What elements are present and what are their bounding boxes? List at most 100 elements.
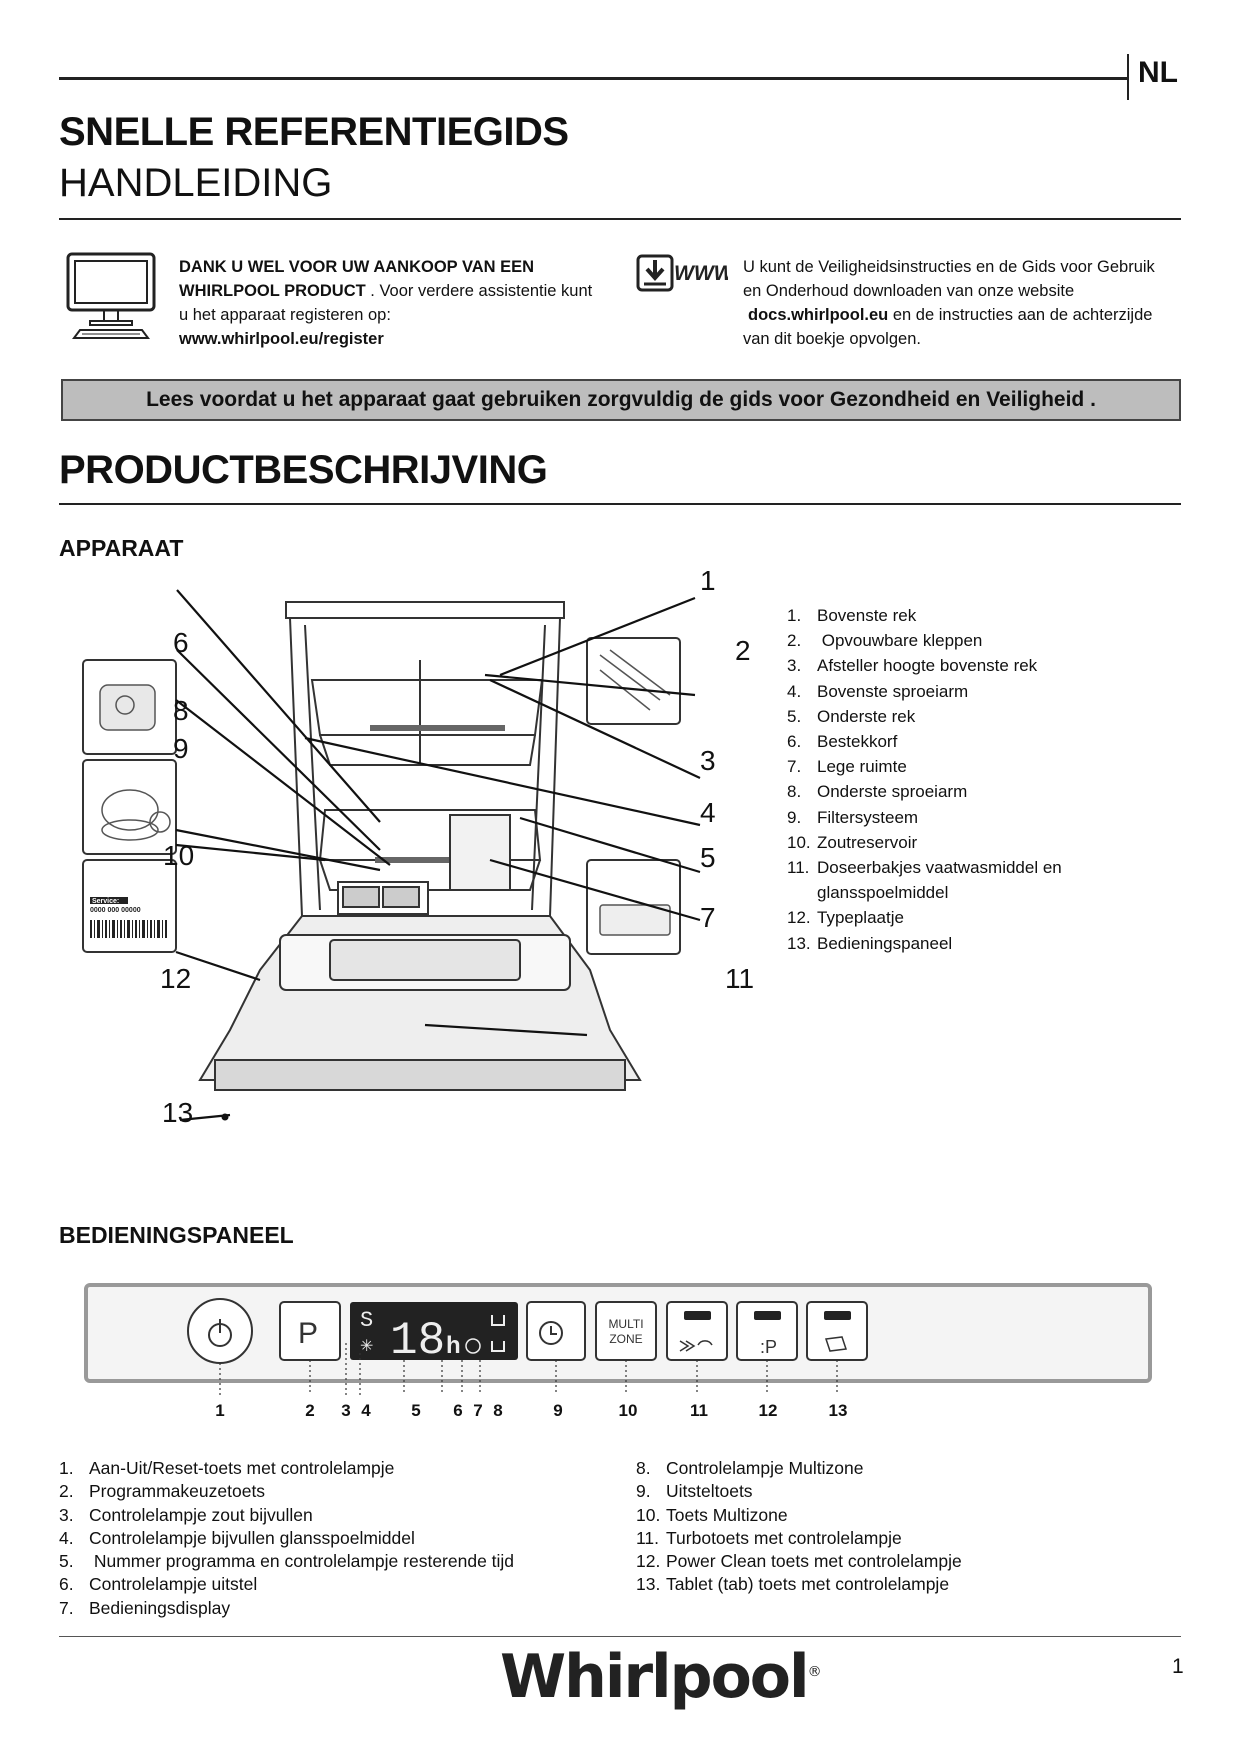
control-panel-numbers: 1 2 3 4 5 6 7 8 9 10 11 12 13 xyxy=(84,1401,1154,1425)
callout-8: 8 xyxy=(173,695,189,726)
legend-item: 8.Controlelampje Multizone xyxy=(636,1458,864,1478)
delay-button[interactable] xyxy=(526,1301,586,1361)
multizone-indicator-icon xyxy=(491,1315,505,1352)
download-line-4: van dit boekje opvolgen. xyxy=(743,330,921,348)
registered-mark: ® xyxy=(807,1664,822,1680)
program-number: 18 xyxy=(390,1315,445,1367)
callout-7: 7 xyxy=(700,902,716,933)
delay-indicator-icon xyxy=(465,1338,481,1354)
panel-number: 13 xyxy=(828,1401,848,1420)
section-title: PRODUCTBESCHRIJVING xyxy=(59,448,548,492)
legend-item: 13.Bedieningspaneel xyxy=(787,933,953,953)
power-clean-icon: :P xyxy=(760,1337,777,1357)
thanks-line-1: DANK U WEL VOOR UW AANKOOP VAN EEN xyxy=(179,258,535,276)
panel-number: 5 xyxy=(411,1401,421,1420)
turbo-lamp xyxy=(684,1311,711,1320)
power-clean-button[interactable]: :P xyxy=(736,1301,798,1361)
legend-item: 3.Controlelampje zout bijvullen xyxy=(59,1504,313,1525)
power-clean-lamp xyxy=(754,1311,781,1320)
callout-10: 10 xyxy=(163,840,194,871)
thanks-line-2: WHIRLPOOL PRODUCT xyxy=(179,282,366,300)
callout-11: 11 xyxy=(725,963,754,994)
document-title: SNELLE REFERENTIEGIDS xyxy=(59,110,569,154)
legend-item: 6.Controlelampje uitstel xyxy=(59,1574,258,1595)
download-line-2: en Onderhoud downloaden van onze website xyxy=(743,282,1075,300)
control-legend-right: 8.Controlelampje Multizone 9.Uitsteltoet… xyxy=(636,1457,1176,1597)
language-divider xyxy=(1127,54,1129,100)
download-line-3: en de instructies aan de achterzijde xyxy=(888,306,1153,324)
legend-item: 11.Turbotoets met controlelampje xyxy=(636,1527,902,1548)
legend-item: 4.Controlelampje bijvullen glansspoelmid… xyxy=(59,1527,415,1548)
callout-9: 9 xyxy=(173,733,189,764)
legend-item: 10.Zoutreservoir xyxy=(787,832,918,852)
safety-warning-banner: Lees voordat u het apparaat gaat gebruik… xyxy=(61,379,1181,421)
legend-item: 1.Aan-Uit/Reset-toets met controlelampje xyxy=(59,1458,395,1478)
turbo-icon xyxy=(679,1340,713,1352)
turbo-button[interactable] xyxy=(666,1301,728,1361)
language-code: NL xyxy=(1138,56,1178,89)
assistance-text: . Voor verdere assistentie kunt xyxy=(365,282,593,300)
section-rule xyxy=(59,503,1181,505)
callout-1: 1 xyxy=(700,565,716,596)
tablet-lamp xyxy=(824,1311,851,1320)
program-button[interactable]: P xyxy=(279,1301,341,1361)
legend-item: 2. Opvouwbare kleppen xyxy=(787,631,983,651)
legend-item: 4.Bovenste sproeiarm xyxy=(787,681,969,701)
panel-number: 12 xyxy=(758,1401,778,1420)
registration-info: DANK U WEL VOOR UW AANKOOP VAN EEN WHIRL… xyxy=(179,255,629,351)
legend-item: 9.Uitsteltoets xyxy=(636,1481,753,1502)
legend-item: 7.Lege ruimte xyxy=(787,757,907,777)
panel-number: 6 xyxy=(453,1401,463,1420)
callout-5: 5 xyxy=(700,842,716,873)
svg-text:WWW: WWW xyxy=(674,262,728,285)
docs-link[interactable]: docs.whirlpool.eu xyxy=(748,306,889,324)
control-legend-left: 1.Aan-Uit/Reset-toets met controlelampje… xyxy=(59,1457,639,1620)
tablet-button[interactable] xyxy=(806,1301,868,1361)
panel-number: 3 xyxy=(341,1401,351,1420)
legend-item: 7.Bedieningsdisplay xyxy=(59,1597,231,1618)
rinse-aid-icon: ✳ xyxy=(360,1336,373,1355)
callout-13: 13 xyxy=(162,1097,193,1128)
service-label-bar xyxy=(90,897,128,904)
panel-number: 11 xyxy=(690,1401,708,1420)
panel-number: 2 xyxy=(305,1401,315,1420)
legend-item: 1.Bovenste rek xyxy=(787,606,917,625)
dishwasher-diagram: Service: 0000 000 00000 1 2 3 4 xyxy=(82,565,754,1128)
legend-item: 12.Typeplaatje xyxy=(787,908,904,928)
multizone-label-1: MULTI xyxy=(608,1317,643,1331)
legend-item: 5.Onderste rek xyxy=(787,706,916,726)
register-link[interactable]: www.whirlpool.eu/register xyxy=(179,330,384,348)
power-button[interactable] xyxy=(187,1298,253,1364)
download-line-1: U kunt de Veiligheidsinstructies en de G… xyxy=(743,258,1155,276)
panel-number: 1 xyxy=(215,1401,225,1420)
whirlpool-logo: Whirlpool® xyxy=(500,1642,822,1712)
appliance-heading: APPARAAT xyxy=(59,535,184,561)
footer-rule xyxy=(59,1636,1181,1637)
title-rule xyxy=(59,218,1181,220)
legend-item: 3.Afsteller hoogte bovenste rek xyxy=(787,656,1038,676)
panel-number: 7 xyxy=(473,1401,483,1420)
page-number: 1 xyxy=(1172,1655,1184,1678)
legend-item: 13.Tablet (tab) toets met controlelampje xyxy=(636,1574,950,1595)
multizone-button[interactable]: MULTI ZONE xyxy=(595,1301,657,1361)
delay-clock-icon xyxy=(539,1321,563,1345)
program-button-label: P xyxy=(298,1317,318,1350)
hours-unit: h xyxy=(446,1332,461,1359)
legend-item: 6.Bestekkorf xyxy=(787,732,898,752)
panel-number: 9 xyxy=(553,1401,563,1420)
header-rule xyxy=(59,77,1128,80)
download-info: U kunt de Veiligheidsinstructies en de G… xyxy=(743,255,1193,351)
panel-number: 4 xyxy=(361,1401,371,1420)
brand-name: Whirlpool xyxy=(500,1642,810,1712)
callout-12: 12 xyxy=(160,963,191,994)
control-display: S ✳ 18 h xyxy=(350,1302,518,1367)
service-number: 0000 000 00000 xyxy=(90,907,141,914)
document-subtitle: HANDLEIDING xyxy=(59,161,333,205)
register-text: u het apparaat registeren op: xyxy=(179,306,391,324)
control-panel-diagram: P S ✳ 18 h MULTI ZONE :P xyxy=(84,1283,1152,1395)
legend-item: 12.Power Clean toets met controlelampje xyxy=(636,1551,962,1572)
control-panel-heading: BEDIENINGSPANEEL xyxy=(59,1222,294,1248)
callout-4: 4 xyxy=(700,797,716,828)
callout-2: 2 xyxy=(735,635,751,666)
panel-number: 10 xyxy=(618,1401,638,1420)
